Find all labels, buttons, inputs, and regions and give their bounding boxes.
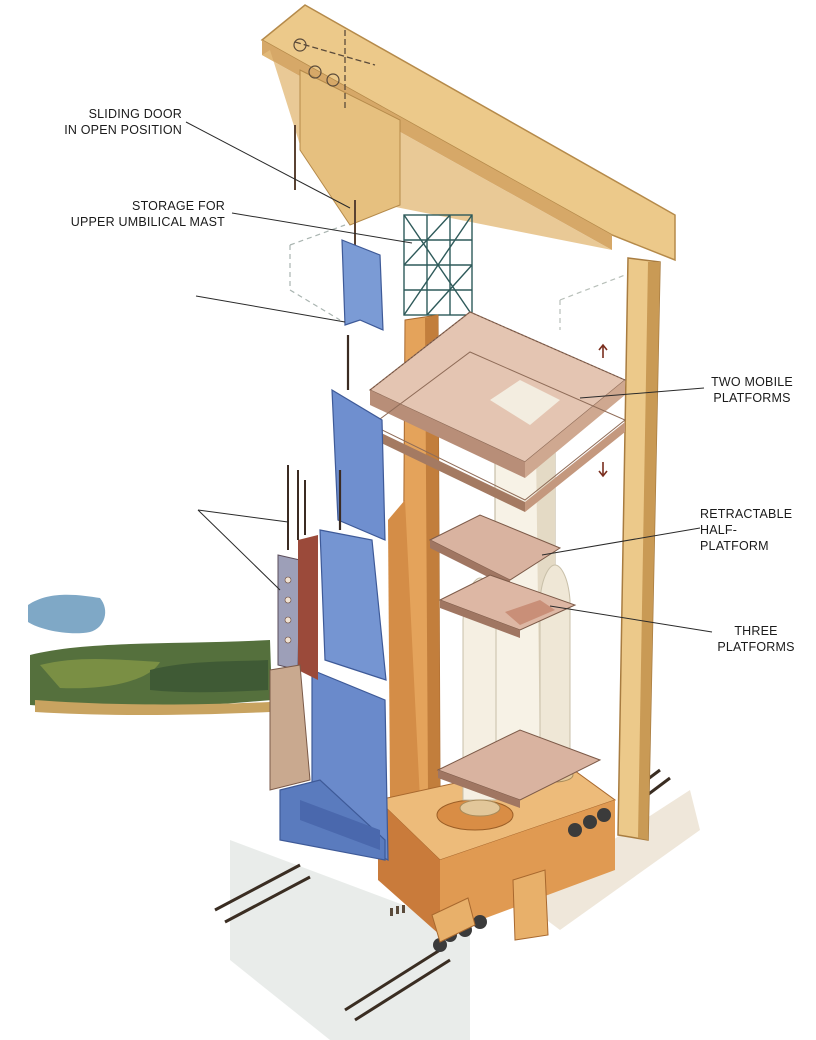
rail-tracks — [214, 768, 671, 1022]
label-line: RETRACTABLE — [700, 507, 793, 521]
label-line: THREE — [734, 624, 778, 638]
label-line: PLATFORMS — [713, 391, 791, 405]
leader-mobile-platforms — [579, 387, 705, 399]
label-line: PLATFORM — [700, 539, 769, 553]
leader-half-platform — [541, 527, 701, 556]
leader-storage-mast — [231, 212, 413, 244]
lower-platforms — [428, 514, 602, 808]
label-line: STORAGE FOR — [132, 199, 225, 213]
sliding-door — [279, 239, 389, 862]
gantry-frame — [260, 4, 676, 841]
label-storage-mast: STORAGE FOR UPPER UMBILICAL MAST — [20, 198, 225, 230]
leader-unlabeled-upper — [195, 295, 346, 323]
people-figures — [390, 905, 405, 916]
label-line: PLATFORMS — [717, 640, 795, 654]
leader-left-a — [197, 509, 289, 523]
leader-left-b — [197, 509, 281, 591]
label-sliding-door: SLIDING DOOR IN OPEN POSITION — [30, 106, 182, 138]
label-line: TWO MOBILE — [711, 375, 793, 389]
label-half-platform: RETRACTABLE HALF- PLATFORM — [700, 506, 810, 554]
leader-three-platforms — [549, 605, 713, 633]
label-line: SLIDING DOOR — [88, 107, 182, 121]
label-line: IN OPEN POSITION — [64, 123, 182, 137]
umbilical-mast-lattice — [403, 214, 473, 316]
label-line: UPPER UMBILICAL MAST — [70, 215, 225, 229]
landscape — [28, 594, 272, 715]
leader-lines — [185, 121, 713, 633]
label-mobile-platforms: TWO MOBILE PLATFORMS — [702, 374, 802, 406]
mobile-platforms — [368, 311, 627, 512]
service-tower — [269, 465, 318, 791]
label-three-platforms: THREE PLATFORMS — [706, 623, 806, 655]
label-line: HALF- — [700, 523, 738, 537]
leader-sliding-door — [185, 121, 351, 209]
